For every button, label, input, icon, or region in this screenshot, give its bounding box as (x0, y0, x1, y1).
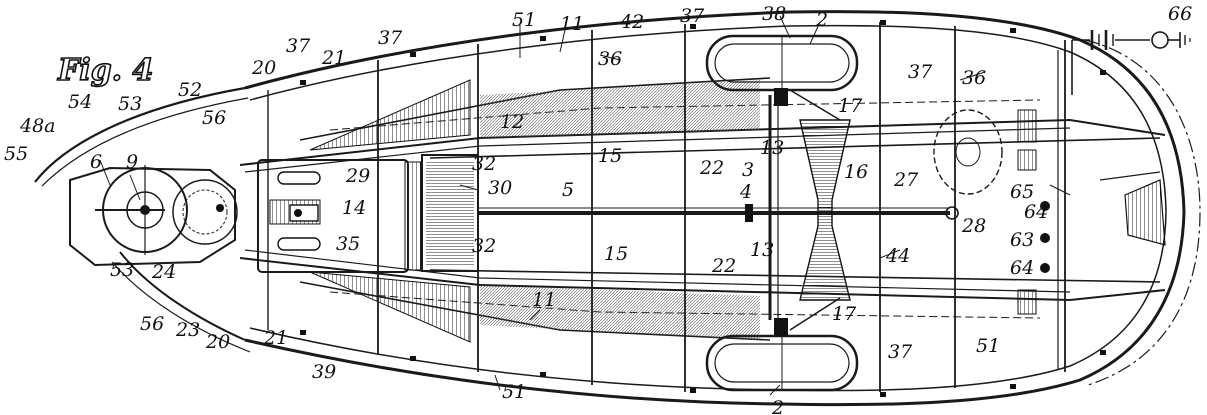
ref-37-left: 37 (378, 27, 403, 49)
leader-lines (99, 15, 1071, 396)
ref-55: 55 (4, 143, 28, 165)
ref-36-r: 36 (962, 67, 986, 89)
figure-title: Fig. 4 (57, 53, 153, 88)
ref-37-r: 37 (908, 61, 933, 83)
ref-54: 54 (68, 91, 92, 113)
ref-22-bot: 22 (711, 255, 736, 277)
ref-5: 5 (562, 179, 574, 201)
wheel-bottom (705, 318, 859, 392)
ref-6: 6 (90, 151, 102, 173)
ref-16: 16 (844, 161, 868, 183)
ref-13-bot: 13 (750, 239, 774, 261)
ref-56-bot: 56 (140, 313, 164, 335)
ref-42: 42 (619, 11, 644, 33)
hull-shell (244, 10, 1201, 407)
reference-labels: 66 38 2 42 37 11 51 36 37 37 21 20 52 53… (4, 3, 1192, 415)
ref-37-top: 37 (680, 5, 705, 27)
ref-23: 23 (175, 319, 200, 341)
ref-9: 9 (126, 151, 138, 173)
ref-12: 12 (500, 111, 524, 133)
ref-4: 4 (739, 181, 752, 203)
ref-37-bot: 37 (888, 341, 913, 363)
ref-3: 3 (742, 159, 754, 181)
ref-48a: 48a (19, 115, 56, 137)
ref-35: 35 (336, 233, 360, 255)
ref-32-top: 32 (472, 153, 496, 175)
front-nose (34, 86, 251, 353)
ref-37-left2: 37 (286, 35, 311, 57)
engine-assembly (257, 154, 479, 273)
tail-intake (1099, 171, 1166, 246)
ref-22-top: 22 (699, 157, 724, 179)
steering-assembly (933, 50, 1059, 370)
ref-28: 28 (961, 215, 986, 237)
ref-2-top: 2 (815, 9, 828, 31)
wheel-top (705, 34, 859, 106)
ref-64-bot: 64 (1010, 257, 1034, 279)
ref-20-bot: 20 (205, 331, 230, 353)
ref-32-bot: 32 (472, 235, 496, 257)
ref-38: 38 (762, 3, 786, 25)
ref-65: 65 (1010, 181, 1034, 203)
ref-17-top: 17 (838, 95, 863, 117)
ref-15-bot: 15 (604, 243, 628, 265)
ref-66: 66 (1168, 3, 1192, 25)
ref-51-top: 51 (512, 9, 536, 31)
ref-52: 52 (178, 79, 202, 101)
ref-15-top: 15 (598, 145, 622, 167)
ref-39: 39 (312, 361, 336, 383)
ref-14: 14 (342, 197, 366, 219)
ref-27: 27 (893, 169, 919, 191)
ref-36-top: 36 (598, 48, 622, 70)
ref-51-r: 51 (976, 335, 1000, 357)
ref-20-top: 20 (251, 57, 276, 79)
drive-shaft (478, 89, 959, 331)
ref-17-bot: 17 (832, 303, 857, 325)
ref-63: 63 (1010, 229, 1034, 251)
ref-30: 30 (488, 177, 512, 199)
ref-11-bot: 11 (532, 289, 556, 311)
ref-53-bot: 53 (110, 259, 134, 281)
ref-51-bot: 51 (502, 381, 526, 403)
ref-64-top: 64 (1024, 201, 1048, 223)
ref-44: 44 (885, 245, 910, 267)
ref-24: 24 (151, 261, 176, 283)
ref-2-bot: 2 (771, 397, 784, 415)
ref-29: 29 (345, 165, 370, 187)
ref-11-top: 11 (560, 13, 584, 35)
ref-21-top: 21 (321, 47, 346, 69)
ref-13-top: 13 (760, 137, 784, 159)
ref-21-bot: 21 (263, 327, 288, 349)
battery-ground-symbol (1071, 30, 1191, 95)
ref-56-top: 56 (202, 107, 226, 129)
ref-53-top: 53 (118, 93, 142, 115)
